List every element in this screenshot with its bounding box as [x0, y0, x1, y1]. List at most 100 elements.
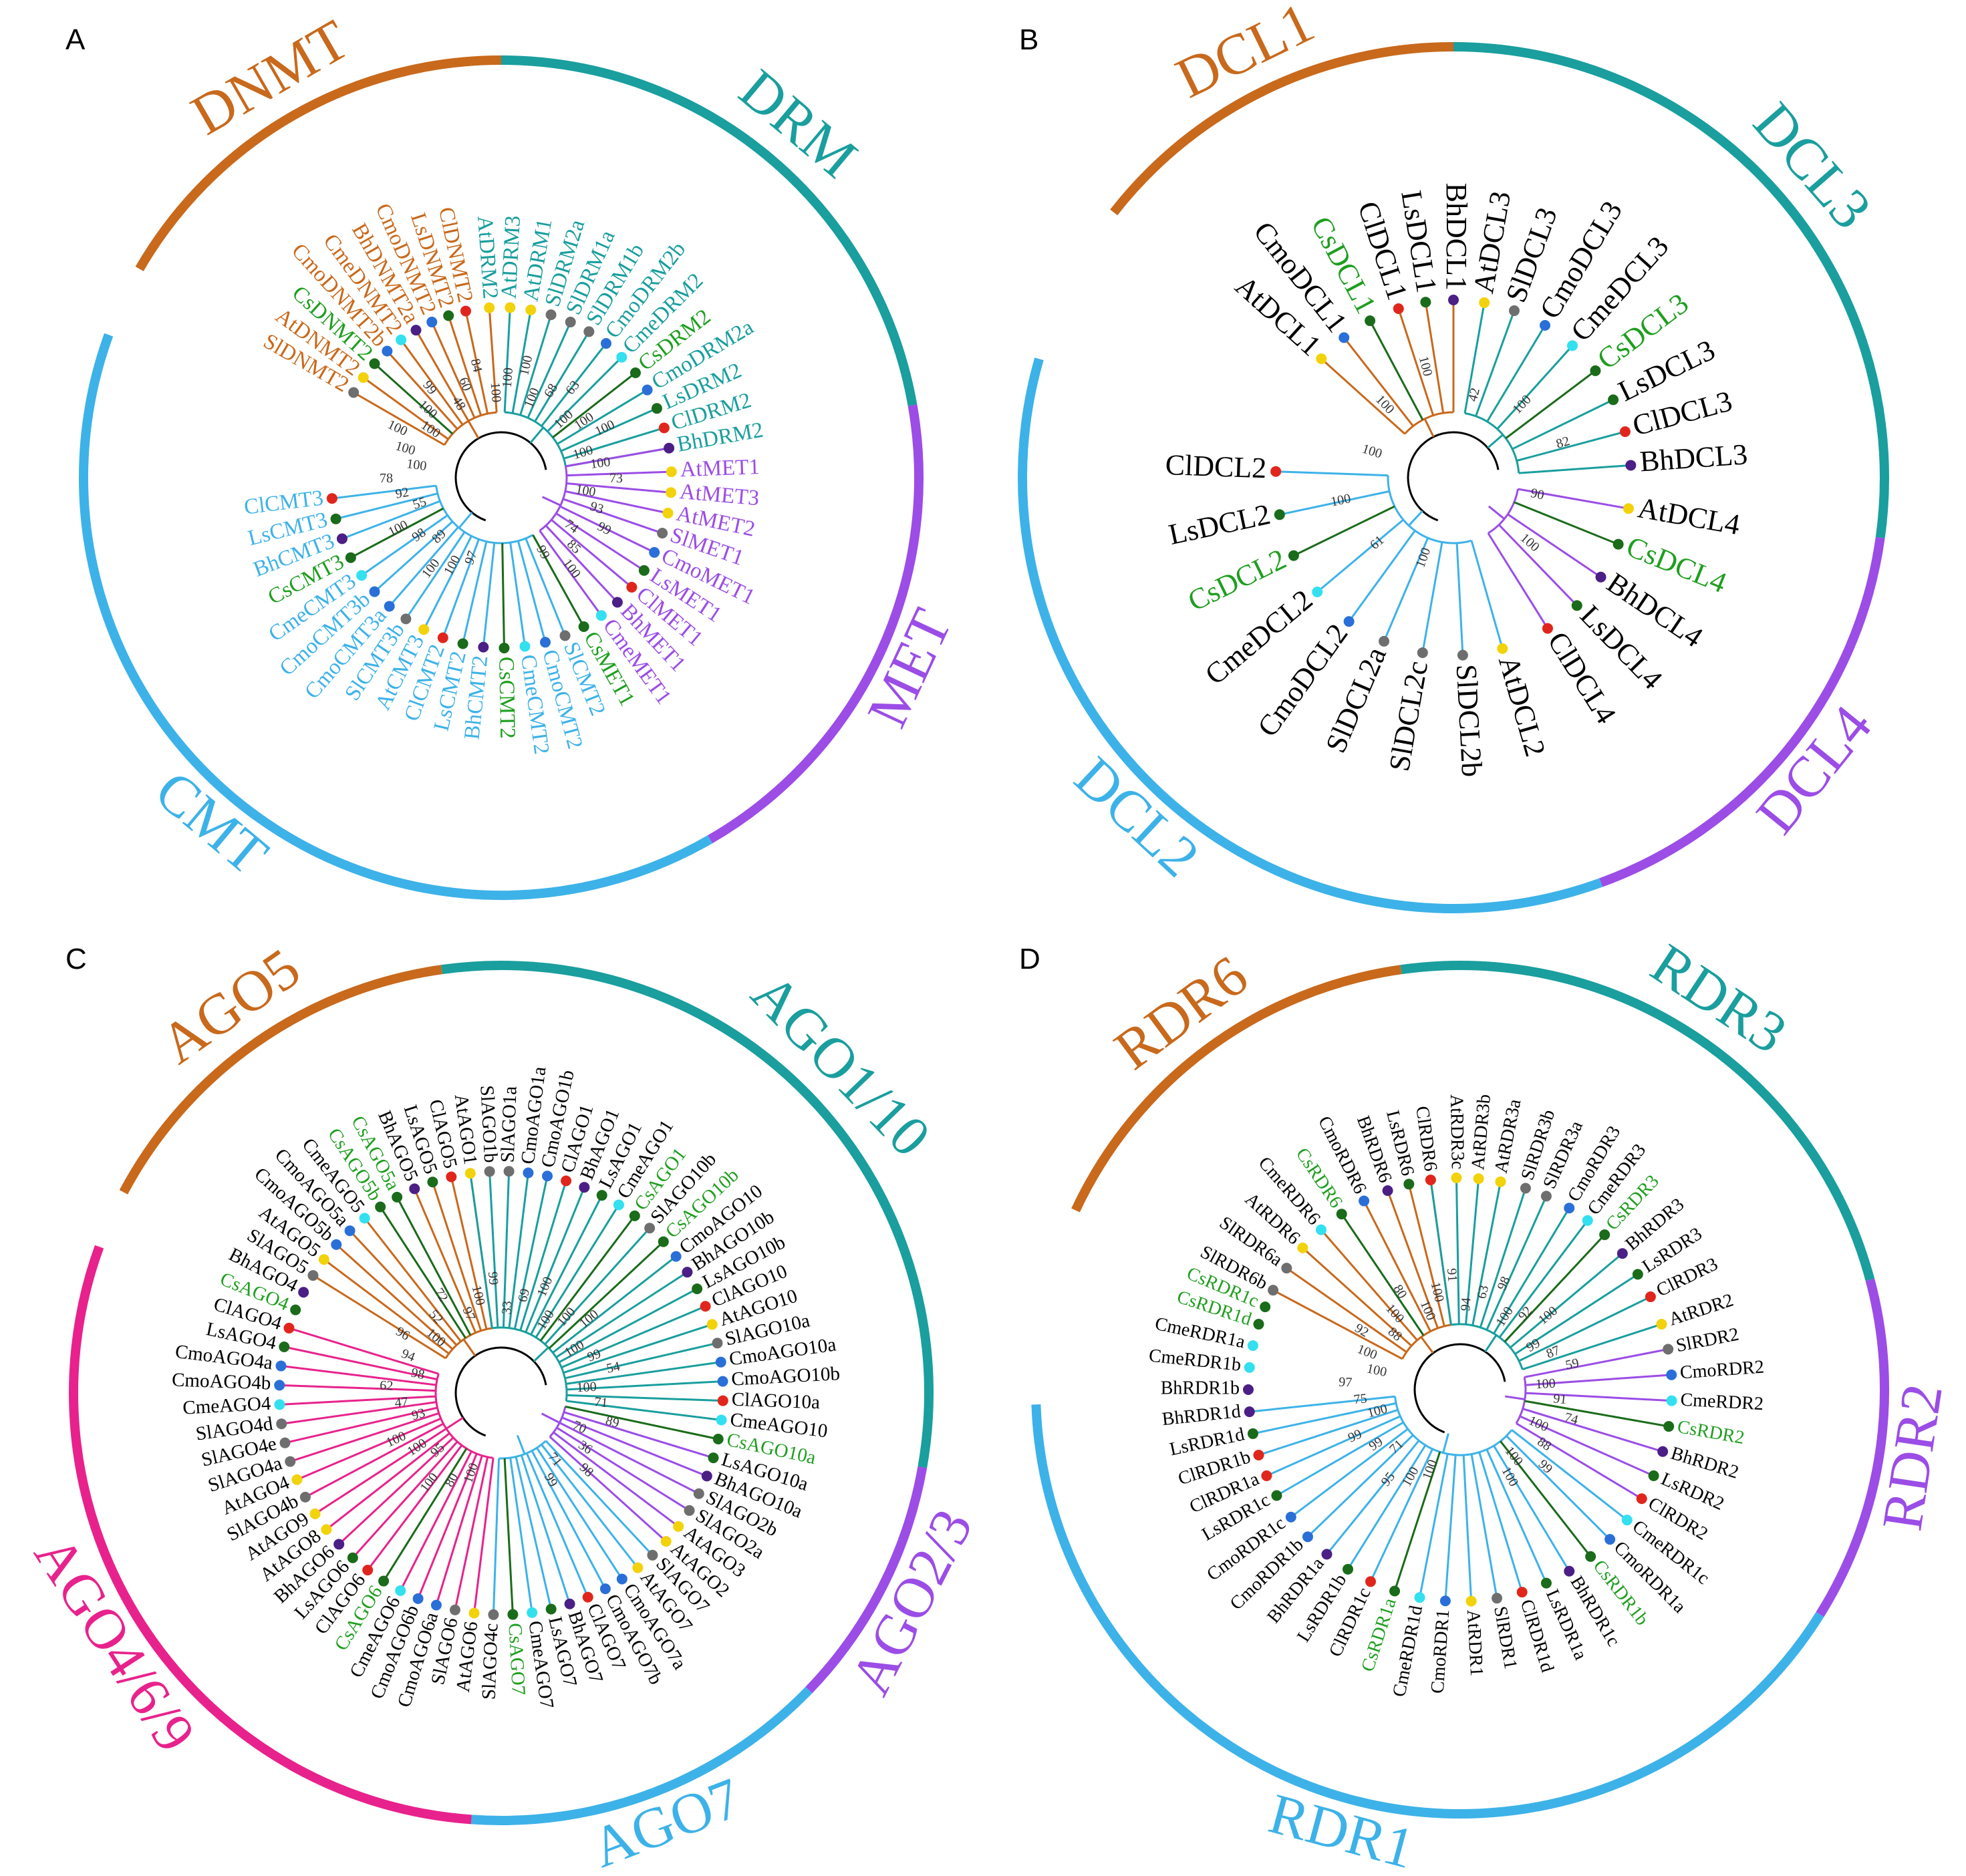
- leaf-dot: [1566, 340, 1578, 351]
- leaf-label: CmeRDR1b: [1148, 1346, 1242, 1376]
- tree-branch: [1397, 308, 1435, 416]
- bootstrap-value: 89: [429, 526, 449, 546]
- leaf-dot: [460, 305, 471, 317]
- tree-branch: [1519, 1415, 1655, 1477]
- leaf-dot: [400, 613, 412, 625]
- leaf-dot: [519, 641, 531, 652]
- leaf-dot: [1288, 550, 1299, 561]
- leaf-dot: [457, 638, 468, 649]
- leaf-dot: [1564, 1203, 1575, 1214]
- clade-arc-dcl2: [1018, 357, 1602, 913]
- leaf-dot: [1417, 647, 1428, 658]
- leaf-dot: [708, 1452, 719, 1464]
- tree-branch: [513, 1175, 549, 1330]
- tree-branch: [1369, 1448, 1433, 1582]
- tree-branch: [1266, 1415, 1401, 1477]
- clade-arc-ago1-10: [440, 960, 934, 1468]
- leaf-label: BhDCL1: [1440, 183, 1473, 291]
- tree-branch: [1343, 337, 1414, 427]
- leaf-label: BhRDR1d: [1161, 1401, 1242, 1430]
- leaf-dot: [1571, 600, 1582, 611]
- tree-branch: [362, 376, 449, 440]
- leaf-dot: [279, 1341, 290, 1352]
- tree-branch: [435, 1455, 483, 1605]
- tree-branch: [566, 482, 672, 494]
- leaf-dot: [616, 351, 627, 363]
- leaf-dot: [649, 546, 660, 558]
- leaf-dot: [545, 1603, 557, 1615]
- leaf-dot: [410, 325, 422, 336]
- leaf-dot: [412, 1593, 424, 1604]
- leaf-label: SlDCL2c: [1383, 659, 1434, 774]
- tree-branch: [399, 1450, 472, 1591]
- tree-branch: [341, 500, 441, 540]
- leaf-dot: [344, 1225, 356, 1237]
- leaf-dot: [359, 1213, 370, 1224]
- tree-branch: [415, 329, 470, 422]
- leaf-dot: [1604, 1534, 1616, 1545]
- leaf-dot: [658, 1236, 669, 1247]
- bootstrap-value: 100: [589, 454, 611, 472]
- bootstrap-value: 100: [1329, 491, 1352, 510]
- tree-branch: [1455, 542, 1464, 655]
- leaf-dot: [290, 1304, 301, 1315]
- leaf-dot: [1612, 538, 1624, 550]
- tree-branch: [563, 1411, 714, 1459]
- bootstrap-value: 84: [468, 357, 485, 373]
- tree-branch: [533, 1346, 549, 1362]
- bootstrap-value: 100: [488, 381, 504, 403]
- leaf-dot: [1465, 1595, 1477, 1607]
- tree-branch: [565, 1405, 719, 1440]
- tree-branch: [566, 470, 672, 477]
- tree-branch: [1279, 490, 1390, 516]
- clade-arc-cmt: [79, 333, 712, 901]
- tree-branch: [1500, 1440, 1592, 1557]
- leaf-dot: [542, 1170, 553, 1182]
- tree-branch: [531, 1450, 607, 1589]
- tree-branch: [1514, 501, 1619, 546]
- leaf-dot: [369, 586, 380, 597]
- bootstrap-value: 59: [1564, 1356, 1580, 1373]
- leaf-dot: [1365, 1576, 1377, 1587]
- tree-branch: [1516, 430, 1626, 462]
- leaf-dot: [662, 508, 674, 519]
- tree-branch: [563, 1323, 713, 1374]
- leaf-label: CmoRDR1: [1427, 1609, 1454, 1694]
- tree-branch: [545, 524, 619, 603]
- leaf-dot: [336, 533, 347, 544]
- tree-branch: [335, 1243, 454, 1350]
- leaf-dot: [503, 1166, 515, 1177]
- tree-branch: [361, 514, 448, 577]
- leaf-dot: [682, 1267, 693, 1278]
- tree-branch: [382, 1448, 468, 1582]
- tree-branch: [464, 311, 489, 414]
- leaf-dot: [717, 1395, 728, 1406]
- leaf-label: ClDCL2: [1165, 448, 1267, 484]
- tree-branch: [529, 426, 545, 444]
- leaf-dot: [1645, 1291, 1656, 1303]
- leaf-dot: [1244, 1362, 1255, 1373]
- bootstrap-value: 100: [404, 1436, 429, 1459]
- leaf-dot: [1393, 303, 1404, 315]
- clade-label: AGO2/3: [838, 1499, 985, 1705]
- tree-branch: [561, 1305, 706, 1369]
- leaf-dot: [626, 581, 638, 593]
- tree-branch: [443, 411, 497, 446]
- leaf-dot: [392, 1191, 403, 1203]
- tree-branch: [1249, 1395, 1395, 1413]
- bootstrap-value: 100: [394, 438, 417, 458]
- clade-arc-ago5: [119, 965, 442, 1195]
- tree-branch: [296, 1417, 442, 1481]
- bootstrap-value: 100: [1373, 392, 1397, 417]
- bootstrap-value: 100: [577, 1307, 601, 1331]
- tree-branch: [374, 363, 454, 435]
- tree-branch: [1369, 320, 1424, 421]
- tree-branch: [1387, 1190, 1439, 1329]
- leaf-dot: [1243, 1384, 1254, 1395]
- leaf-label: AtDCL2: [1492, 652, 1552, 760]
- tree-branch: [553, 1431, 680, 1528]
- leaf-dot: [1492, 1593, 1503, 1604]
- bootstrap-value: 88: [1385, 1324, 1405, 1344]
- leaf-dot: [613, 1199, 624, 1211]
